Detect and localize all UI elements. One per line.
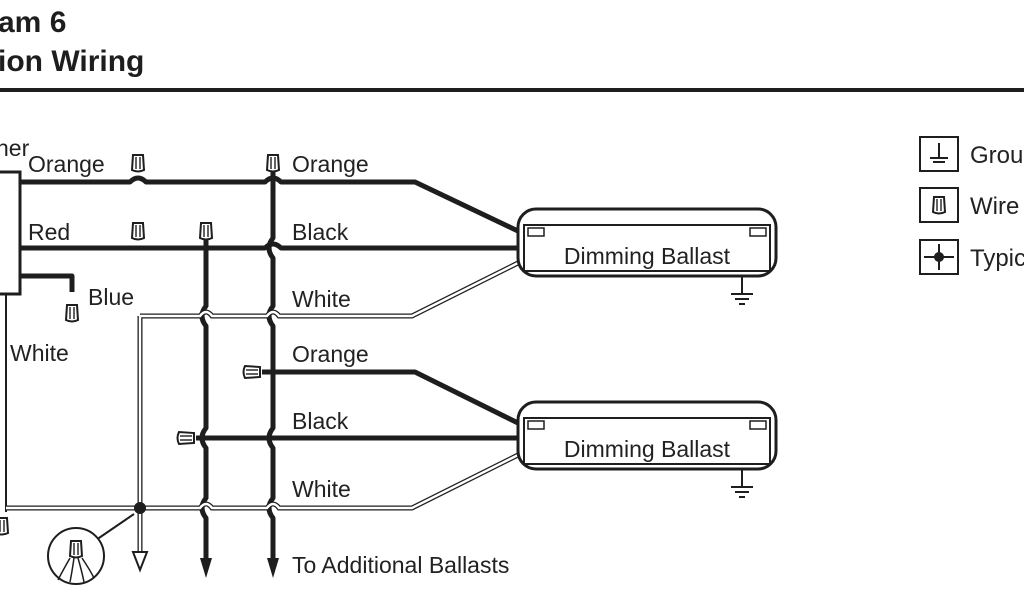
dimmer-box bbox=[0, 170, 22, 296]
label-white-top: White bbox=[292, 286, 351, 312]
black-bottom-wire-nut-icon bbox=[176, 431, 195, 445]
label-white-left: White bbox=[10, 340, 69, 366]
junction-dot bbox=[134, 502, 146, 514]
title-rule bbox=[0, 88, 1024, 92]
orange-wire-top bbox=[20, 175, 522, 235]
orange-wire-nut-icon bbox=[131, 154, 145, 173]
ballast-top-ground-icon bbox=[730, 275, 754, 305]
orange-wire-bottom bbox=[262, 369, 522, 427]
junction-icon bbox=[924, 244, 954, 270]
white-wire-bottom bbox=[6, 451, 522, 511]
dimming-ballast-bottom: Dimming Ballast bbox=[516, 400, 778, 471]
label-black-top: Black bbox=[292, 219, 349, 245]
ballast-bottom-ground-icon bbox=[730, 468, 754, 498]
black-wire-top bbox=[20, 241, 520, 251]
orange-bus-arrow bbox=[267, 558, 279, 578]
dimmer-label: ner bbox=[0, 135, 30, 161]
dimming-ballast-top: Dimming Ballast bbox=[516, 207, 778, 278]
red-bus-arrow bbox=[200, 558, 212, 578]
ground-icon bbox=[930, 143, 948, 163]
legend-wire-label: Wire bbox=[970, 193, 1019, 220]
ballast-bottom-label: Dimming Ballast bbox=[564, 436, 731, 462]
label-red: Red bbox=[28, 219, 70, 245]
wire-nut-icon bbox=[932, 196, 946, 215]
red-wire-nut-icon bbox=[131, 222, 145, 241]
legend: Groun Wire Typica bbox=[919, 136, 1024, 275]
orange-wire-nut-icon-2 bbox=[266, 154, 280, 173]
label-black-bottom: Black bbox=[292, 408, 349, 434]
diagram-title-line1: am 6 bbox=[0, 6, 67, 39]
legend-ground-label: Groun bbox=[970, 142, 1024, 169]
red-wire-nut-icon-2 bbox=[199, 222, 213, 241]
detail-wire-nut-icon bbox=[69, 540, 83, 559]
label-white-bottom: White bbox=[292, 476, 351, 502]
blue-wire bbox=[20, 273, 75, 292]
blue-wire-nut-icon bbox=[65, 304, 79, 323]
label-orange-bottom: Orange bbox=[292, 341, 369, 367]
label-orange-left: Orange bbox=[28, 151, 105, 177]
label-blue: Blue bbox=[88, 284, 134, 310]
orange-bottom-wire-nut-icon bbox=[242, 365, 261, 379]
label-additional-ballasts: To Additional Ballasts bbox=[292, 552, 509, 578]
white-wire-nut-icon bbox=[0, 517, 9, 536]
diagram-title-line2: ion Wiring bbox=[0, 45, 145, 78]
legend-junction-label: Typica bbox=[970, 245, 1024, 272]
red-bus bbox=[199, 240, 209, 560]
neutral-arrow bbox=[131, 551, 149, 573]
label-orange-top: Orange bbox=[292, 151, 369, 177]
ballast-top-label: Dimming Ballast bbox=[564, 243, 731, 269]
